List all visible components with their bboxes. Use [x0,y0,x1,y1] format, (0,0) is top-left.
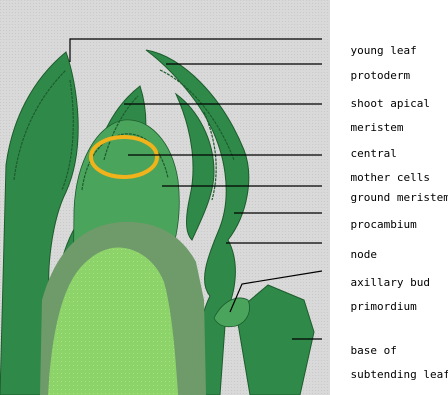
label-line: meristem [351,121,404,134]
label-line: shoot apical [351,97,430,110]
label-line: young leaf [351,44,417,57]
label-line: procambium [351,218,417,231]
label-line: protoderm [351,69,411,82]
label-line: subtending leaf [351,368,448,381]
label-line: node [351,248,378,261]
label-line: ground meristem [351,191,448,204]
label-line: primordium [351,300,417,313]
label-line: central [351,147,397,160]
label-line: axillary bud [351,276,430,289]
label-axillary-bud-primordium: axillary bud primordium [324,265,430,325]
label-line: base of [351,344,397,357]
label-base-of-subtending-leaf: base of subtending leaf [324,333,448,393]
